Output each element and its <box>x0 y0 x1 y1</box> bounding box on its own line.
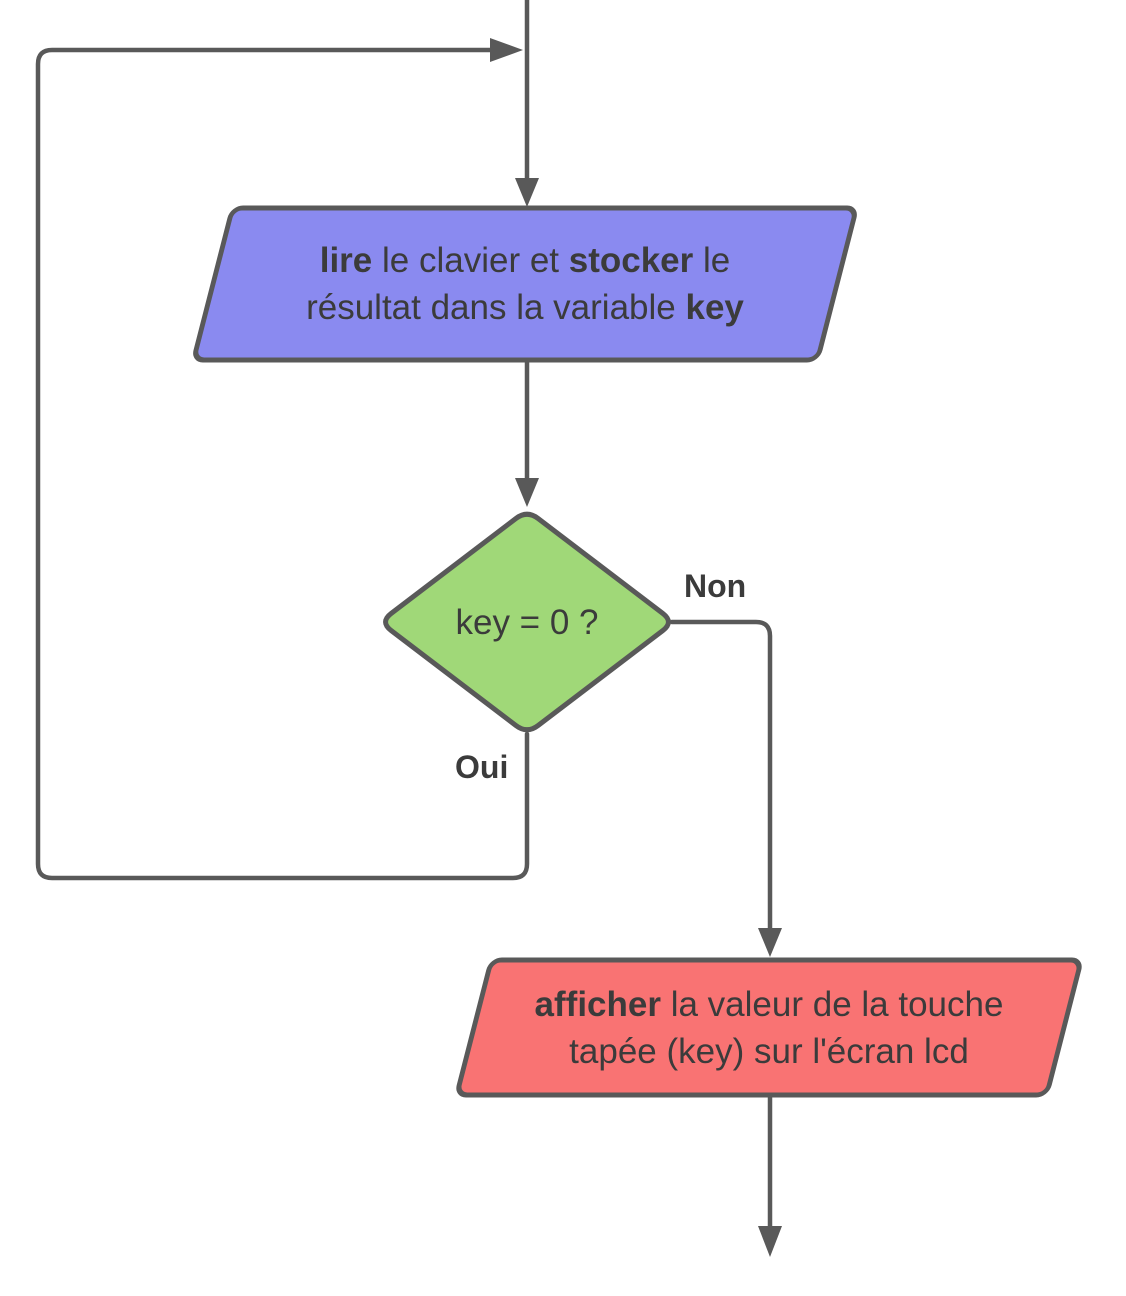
arrowhead-decision-icon <box>515 478 539 507</box>
arrowhead-group <box>490 38 782 1257</box>
node-display-lcd-shape <box>456 957 1082 1098</box>
node-key-decision-shape <box>383 511 671 733</box>
edge-oui-loop-line <box>35 47 530 881</box>
edge-non-line <box>669 619 773 933</box>
arrowhead-entry-icon <box>515 178 539 207</box>
node-shapes-group <box>193 205 1082 1098</box>
arrowhead-loop-icon <box>490 38 523 62</box>
edge-group <box>35 0 773 1231</box>
arrowhead-display-icon <box>758 928 782 957</box>
node-read-keyboard-shape <box>193 205 857 363</box>
arrowhead-exit-icon <box>758 1226 782 1257</box>
